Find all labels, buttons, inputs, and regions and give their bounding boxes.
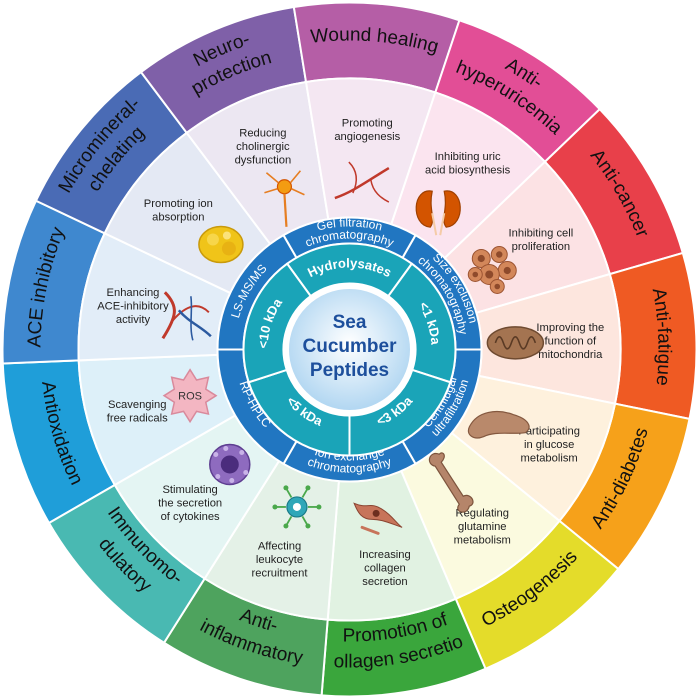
tumor-cells-icon <box>467 246 517 294</box>
effect-text: secretion <box>362 576 407 588</box>
effect-text: collagen <box>364 563 406 575</box>
kidney-icon <box>415 190 461 236</box>
activity-segment: Anti-fatigue <box>608 251 698 421</box>
effect-text: cholinergic <box>236 141 290 153</box>
effect-text: metabolism <box>454 535 511 547</box>
center-title-line-3: Peptides <box>310 360 389 381</box>
activity-segment: Neuro-protection <box>139 5 308 135</box>
blood-vessel-icon <box>161 291 212 341</box>
effect-text: Scavenging <box>108 399 166 411</box>
effect-text: function of <box>545 336 598 348</box>
immune-cell-icon <box>209 443 251 486</box>
effect-text: ACE-inhibitory <box>97 300 169 312</box>
fibroblast-icon <box>353 502 403 535</box>
method-label-line-2: chromatography <box>306 455 393 476</box>
effect-text: Regulating <box>456 508 510 520</box>
effect-text: free radicals <box>107 413 168 425</box>
effect-text: acid biosynthesis <box>425 164 511 176</box>
effect-text: proliferation <box>512 241 570 253</box>
bone-icon <box>428 452 474 513</box>
neuron-icon <box>264 170 305 227</box>
capillary-icon <box>334 161 390 203</box>
effect-segment: Scavenging free radicals ROS <box>77 353 237 487</box>
effect-text: Affecting <box>258 541 301 553</box>
effect-text: in glucose <box>524 439 574 451</box>
effect-segment: Inhibiting cell proliferation <box>443 160 612 315</box>
effect-text: the secretion <box>158 498 222 510</box>
effect-text: Promoting <box>342 117 393 129</box>
mineral-icon <box>198 225 244 264</box>
activity-segment: Anti-inflammatory <box>162 577 329 697</box>
activity-segment: Anti-hyperuricemia <box>434 19 602 164</box>
center-title-line-1: Sea <box>333 312 367 333</box>
effect-text: Enhancing <box>107 287 160 299</box>
center-disc <box>286 286 413 413</box>
effect-text: Increasing <box>359 549 411 561</box>
effect-text: glutamine <box>458 521 507 533</box>
center-title-line-2: Cucumber <box>303 336 398 357</box>
leukocyte-icon <box>272 485 322 529</box>
pancreas-icon <box>467 411 530 439</box>
center-hub: Sea Cucumber Peptides <box>286 286 413 413</box>
effect-text: Stimulating <box>162 484 217 496</box>
effect-text: Inhibiting cell <box>509 227 574 239</box>
effect-text: activity <box>116 314 151 326</box>
fraction-segment: <10 kDa <box>242 262 313 384</box>
fraction-band <box>242 262 313 384</box>
fraction-segment: <1 kDa <box>386 262 457 384</box>
effect-text: Reducing <box>239 128 286 140</box>
effect-text: Participating <box>518 426 580 438</box>
effect-text: dysfunction <box>235 155 292 167</box>
mitochondria-icon <box>486 326 545 360</box>
effect-text: of cytokines <box>161 511 220 523</box>
effect-text: Inhibiting uric <box>435 151 501 163</box>
ros-icon: ROS <box>162 368 218 424</box>
activity-band <box>608 251 698 421</box>
fraction-ring: Hydrolysates<1 kDa<3 kDa<5 kDa<10 kDa <box>242 242 457 457</box>
effect-text: metabolism <box>521 453 578 465</box>
effect-text: Promoting ion <box>144 198 213 210</box>
effect-text: recruitment <box>252 568 309 580</box>
effect-text: Improving the <box>536 322 604 334</box>
effect-text: absorption <box>152 211 204 223</box>
activity-segment: Anti-cancer <box>543 107 685 276</box>
ros-icon-label: ROS <box>178 391 202 403</box>
effect-text: mitochondria <box>538 349 603 361</box>
effect-text: angiogenesis <box>334 131 400 143</box>
activity-segment: Antioxidation <box>1 359 117 525</box>
effect-text: leukocyte <box>256 554 303 566</box>
activity-segment: Osteogenesis <box>454 519 620 671</box>
activity-segment: Wound healing <box>292 1 461 94</box>
